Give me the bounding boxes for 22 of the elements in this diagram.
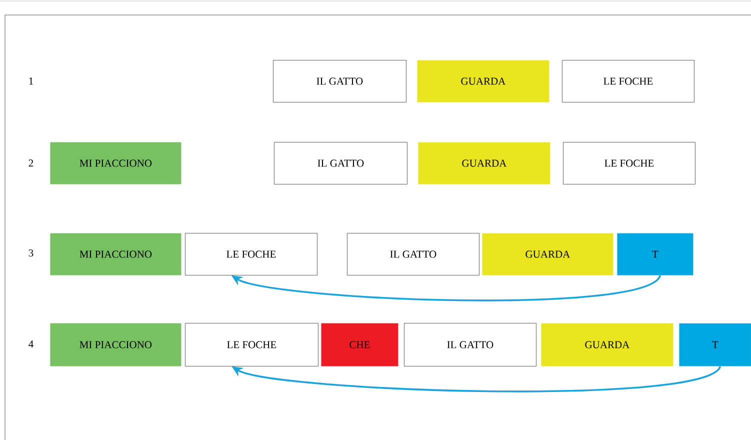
row-number: 1 [29,78,33,84]
word-box: IL GATTO [273,60,406,102]
word-box: LE FOCHE [185,233,318,276]
word-box: LE FOCHE [185,323,318,366]
colored-word-box: MI PIACCIONO [50,142,182,184]
colored-word-box: MI PIACCIONO [50,323,182,366]
word-box: IL GATTO [347,233,480,276]
colored-word-box: GUARDA [482,233,614,276]
colored-word-box: CHE [321,323,398,366]
colored-word-box: MI PIACCIONO [50,233,182,276]
row-number: 2 [28,160,34,166]
colored-word-box: T [617,233,694,276]
word-box: LE FOCHE [563,142,696,184]
colored-word-box: GUARDA [418,142,550,184]
word-box: LE FOCHE [562,60,694,102]
colored-word-box: GUARDA [541,323,674,366]
colored-word-box: GUARDA [417,60,550,102]
word-box: IL GATTO [274,142,408,184]
colored-word-box: T [679,323,751,366]
row-number: 3 [28,249,34,257]
row-number: 4 [28,340,34,348]
word-box: IL GATTO [404,323,536,366]
